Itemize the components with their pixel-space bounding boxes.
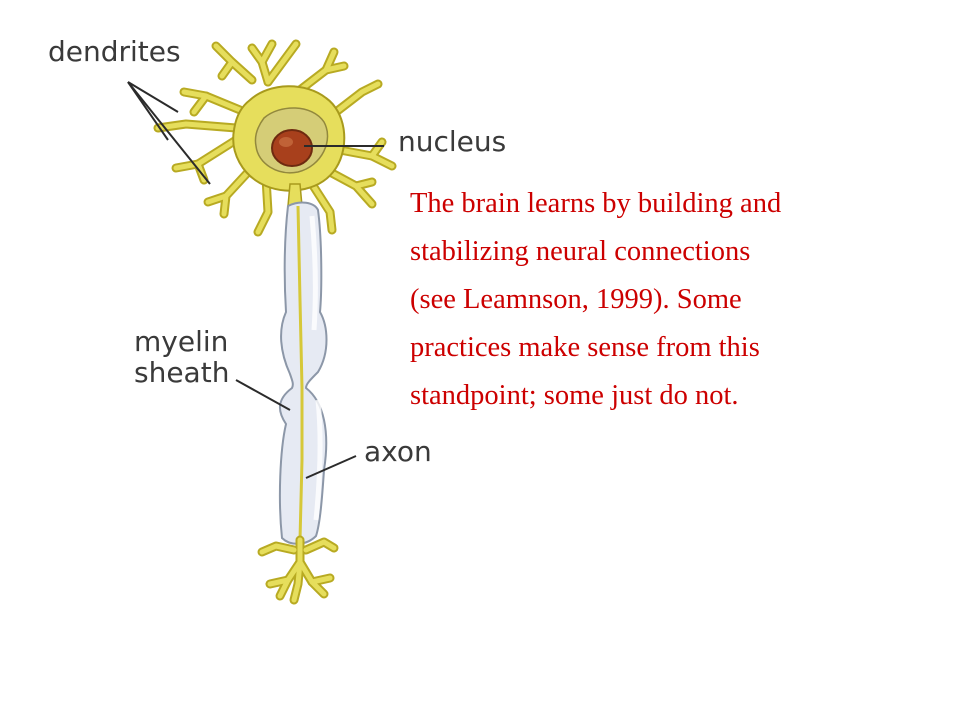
axon-terminals bbox=[257, 535, 339, 605]
nucleus bbox=[271, 129, 313, 167]
caption-line: (see Leamnson, 1999). Some bbox=[410, 284, 742, 315]
dendrites-leader-3 bbox=[127, 81, 211, 185]
caption-line: practices make sense from this bbox=[410, 332, 760, 363]
caption-line: The brain learns by building and bbox=[410, 188, 782, 219]
myelin-sheath-label: myelin sheath bbox=[134, 326, 229, 389]
axon-leader bbox=[305, 455, 357, 479]
caption-text: The brain learns by building and stabili… bbox=[410, 180, 900, 420]
leader-lines bbox=[127, 81, 384, 479]
myelin-label-line2: sheath bbox=[134, 356, 230, 390]
axon-core bbox=[296, 205, 304, 541]
axon-label: axon bbox=[364, 435, 432, 468]
nucleus-label: nucleus bbox=[398, 125, 507, 158]
caption-line: standpoint; some just do not. bbox=[410, 380, 739, 411]
myelin-leader bbox=[235, 379, 291, 411]
myelin-label-line1: myelin bbox=[134, 325, 229, 358]
dendrites-leader-1 bbox=[127, 81, 179, 113]
dendrites-label: dendrites bbox=[48, 35, 181, 68]
caption-line: stabilizing neural connections bbox=[410, 236, 751, 267]
